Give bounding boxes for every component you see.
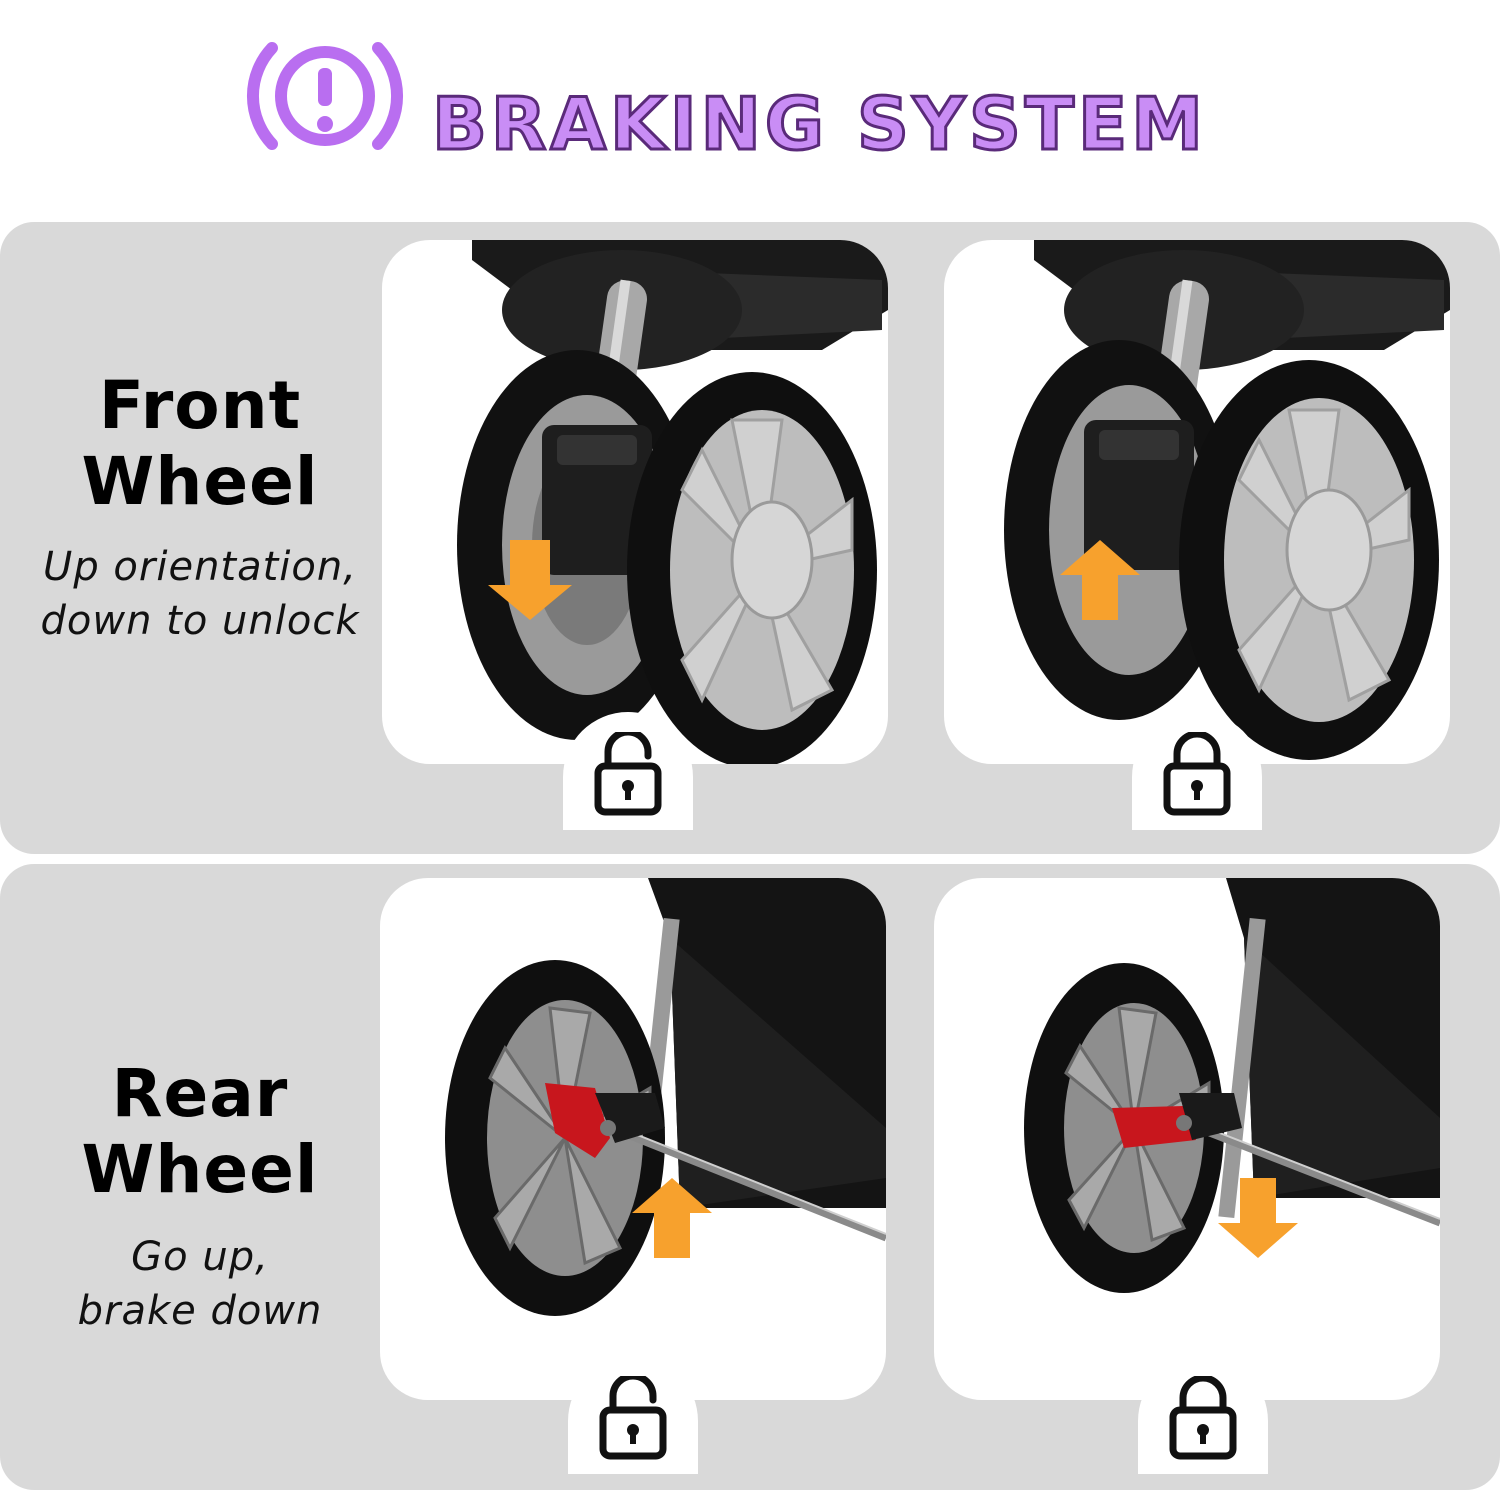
locked-padlock-icon xyxy=(1163,732,1231,816)
brake-warning-icon xyxy=(246,42,404,150)
rear-wheel-unlocked-photo xyxy=(380,878,886,1400)
lock-tab xyxy=(1138,1356,1268,1474)
lock-tab xyxy=(1132,712,1262,830)
rear-wheel-title: Rear Wheel xyxy=(81,1055,319,1208)
rear-wheel-locked-photo xyxy=(934,878,1440,1400)
arrow-down-icon xyxy=(488,540,572,620)
arrow-up-icon xyxy=(1060,540,1140,620)
lock-tab xyxy=(568,1356,698,1474)
lock-tab xyxy=(563,712,693,830)
front-wheel-title: Front Wheel xyxy=(81,367,319,520)
rear-wheel-panel: Rear Wheel Go up, brake down xyxy=(0,864,1500,1490)
front-wheel-panel: Front Wheel Up orientation, down to unlo… xyxy=(0,222,1500,854)
locked-padlock-icon xyxy=(1169,1376,1237,1460)
arrow-down-icon xyxy=(1218,1178,1298,1258)
front-wheel-unlocked-photo xyxy=(382,240,888,764)
unlocked-padlock-icon xyxy=(599,1376,667,1460)
arrow-up-icon xyxy=(632,1178,712,1258)
page-title: BRAKING SYSTEM xyxy=(431,81,1207,168)
front-wheel-description: Up orientation, down to unlock xyxy=(40,544,360,644)
unlocked-padlock-icon xyxy=(594,732,662,816)
rear-wheel-description: Go up, brake down xyxy=(77,1234,323,1334)
header: BRAKING SYSTEM xyxy=(0,30,1500,180)
front-wheel-locked-photo xyxy=(944,240,1450,764)
